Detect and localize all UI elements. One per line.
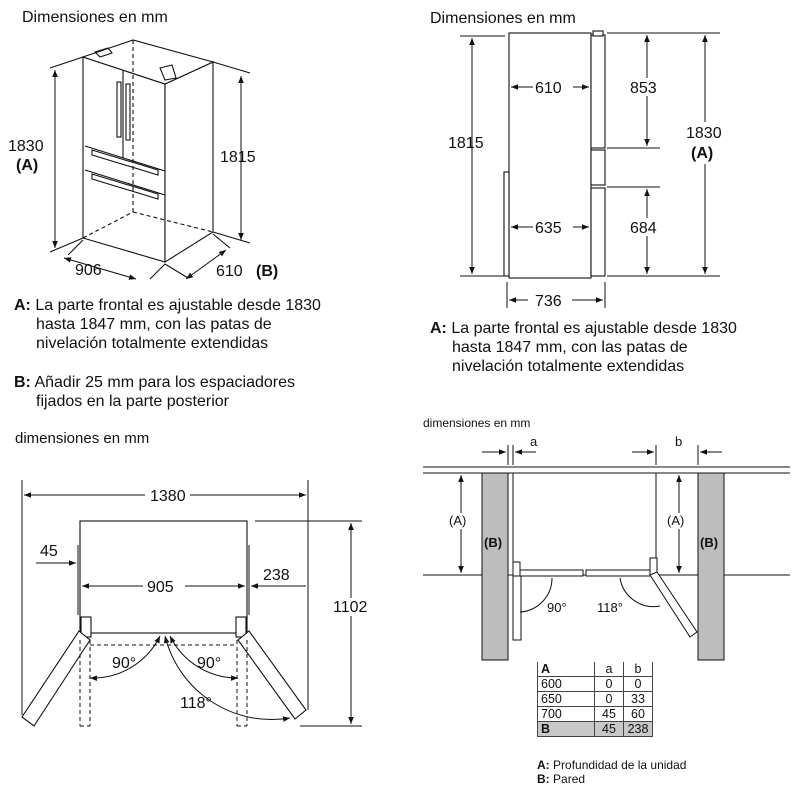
q4-gap-a: a xyxy=(530,434,538,449)
q3-angle-left: 90° xyxy=(112,655,136,672)
q2-total-height: 1815 xyxy=(448,135,484,152)
iso-dimension-lines xyxy=(52,70,244,280)
table-row: B 45 238 xyxy=(537,721,653,737)
q3-angle-wide: 118° xyxy=(180,695,212,712)
q3-depth-open: 1102 xyxy=(333,599,368,616)
q1-note-b: B: Añadir 25 mm para los espaciadores fi… xyxy=(14,374,296,410)
q4-tag-a-right: (A) xyxy=(667,513,684,528)
q4-title: dimensiones en mm xyxy=(423,416,530,430)
table-row: 600 0 0 xyxy=(537,676,653,692)
q1-title: Dimensiones en mm xyxy=(22,9,168,26)
q3-door-clear: 238 xyxy=(263,567,290,584)
top-view-arcs xyxy=(89,635,291,722)
q3-overall-width: 1380 xyxy=(150,488,186,505)
table-row: 650 0 33 xyxy=(537,691,653,707)
q1-height-body: 1815 xyxy=(220,149,256,166)
q1-height-total: 1830 xyxy=(8,138,44,155)
q4-tag-a-left: (A) xyxy=(449,513,466,528)
q2-top-depth: 610 xyxy=(535,80,562,97)
top-view-doors xyxy=(21,520,307,727)
table-row: 700 45 60 xyxy=(537,706,653,722)
side-profile-view xyxy=(503,30,606,279)
q1-width: 906 xyxy=(75,262,102,279)
q2-bottom-depth: 635 xyxy=(535,220,562,237)
q2-note-a: A: La parte frontal es ajustable desde 1… xyxy=(430,320,737,375)
isometric-fridge-view xyxy=(49,39,251,280)
q3-side-gap: 45 xyxy=(40,543,58,560)
q1-depth-tag: (B) xyxy=(256,263,278,280)
q2-upper-height: 853 xyxy=(630,80,657,97)
niche-gap-table: A a b 600 0 0 650 0 33 700 45 60 B 45 23… xyxy=(537,662,653,737)
q3-unit-width: 905 xyxy=(147,579,174,596)
q4-tag-b-right: (B) xyxy=(700,535,718,550)
q2-lower-height: 684 xyxy=(630,220,657,237)
q2-title: Dimensiones en mm xyxy=(430,10,576,27)
niche-view xyxy=(423,445,790,661)
q4-legend: A: Profundidad de la unidad B: Pared xyxy=(537,758,687,786)
q2-overall-depth: 736 xyxy=(535,293,562,310)
q3-title: dimensiones en mm xyxy=(15,430,149,447)
q4-angle-118: 118° xyxy=(597,600,623,615)
q4-gap-b: b xyxy=(675,434,682,449)
q2-height-a: 1830 xyxy=(686,125,722,142)
q4-angle-90: 90° xyxy=(547,600,567,615)
top-view-dashed xyxy=(79,640,248,727)
q2-height-a-tag: (A) xyxy=(691,145,713,162)
q3-angle-right: 90° xyxy=(197,655,221,672)
table-header-row: A a b xyxy=(537,662,653,677)
q4-tag-b-left: (B) xyxy=(484,535,502,550)
q1-depth: 610 xyxy=(216,263,243,280)
q1-height-tag: (A) xyxy=(16,157,38,174)
q1-note-a: A: La parte frontal es ajustable desde 1… xyxy=(14,297,321,352)
